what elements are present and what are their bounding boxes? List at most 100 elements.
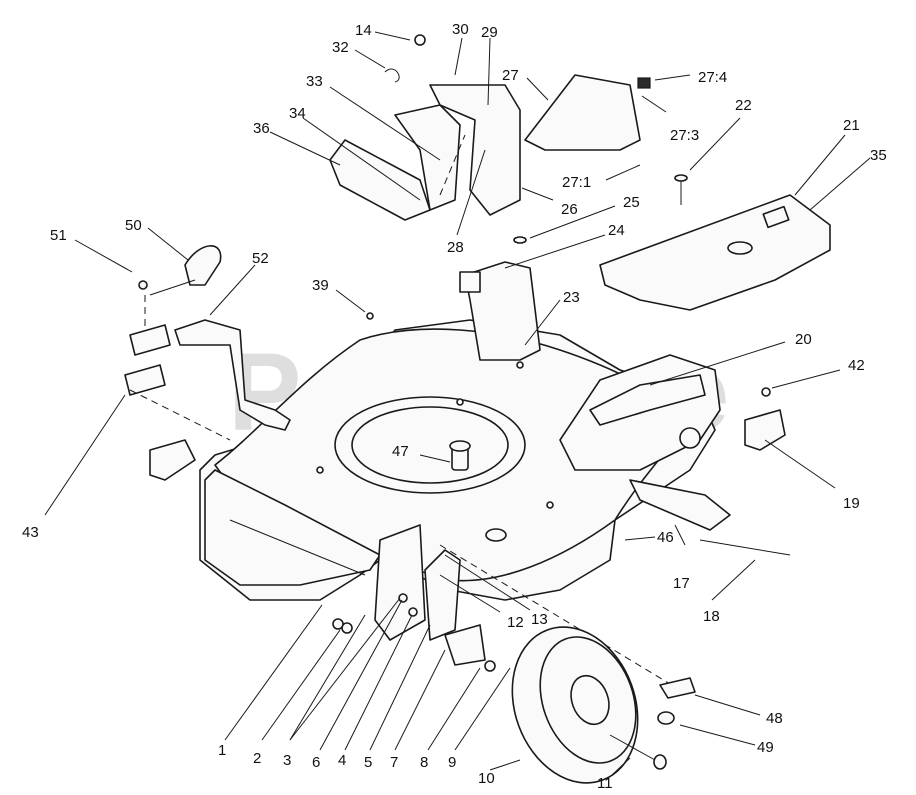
handle-rod-52 xyxy=(174,319,291,431)
callout-49: 49 xyxy=(757,739,774,756)
deck-hole xyxy=(516,361,524,369)
callout-33: 33 xyxy=(306,73,323,90)
wheel-assembly xyxy=(511,626,696,784)
upper-assembly xyxy=(329,34,651,221)
leader-30 xyxy=(454,37,463,76)
bracket-19 xyxy=(744,409,786,451)
callout-19: 19 xyxy=(843,495,860,512)
rear-chute-17 xyxy=(629,479,731,531)
axle-bolt-11-head xyxy=(653,754,667,770)
callout-12: 12 xyxy=(507,614,524,631)
bolt-42 xyxy=(761,387,771,397)
leader-27-4 xyxy=(654,74,691,81)
leader-14 xyxy=(374,31,411,41)
callout-11: 11 xyxy=(597,775,613,792)
leader-5 xyxy=(369,624,431,751)
side-discharge xyxy=(559,354,791,556)
leader-2 xyxy=(261,629,341,741)
leader-28 xyxy=(456,149,486,236)
callout-23: 23 xyxy=(563,289,580,306)
leader-3b xyxy=(289,597,401,741)
callout-4: 4 xyxy=(338,752,346,769)
callout-50: 50 xyxy=(125,217,142,234)
leader-23 xyxy=(524,299,561,346)
leader-18 xyxy=(711,559,756,601)
callout-8: 8 xyxy=(420,754,428,771)
leader-26 xyxy=(521,187,554,201)
callout-39: 39 xyxy=(312,277,329,294)
callout-9: 9 xyxy=(448,754,456,771)
leader-50 xyxy=(147,227,189,261)
height-adjuster xyxy=(332,524,681,691)
support-24 xyxy=(464,261,541,361)
leader-51 xyxy=(74,239,133,273)
leader-12 xyxy=(439,574,501,613)
washer-4 xyxy=(408,607,418,617)
bolt-51 xyxy=(138,280,148,290)
adjuster-plate-3 xyxy=(374,524,426,641)
leader-27-1 xyxy=(605,164,641,181)
leader-21 xyxy=(794,134,846,196)
callout-25: 25 xyxy=(623,194,640,211)
spring-33 xyxy=(439,134,466,196)
mower-deck xyxy=(199,319,716,601)
rod-18 xyxy=(699,539,791,556)
callout-10: 10 xyxy=(478,770,495,787)
wheel-10-center xyxy=(570,674,610,726)
callout-46: 46 xyxy=(657,529,674,546)
leader-20 xyxy=(649,341,786,386)
nut-2 xyxy=(332,618,344,630)
bracket-left-lower xyxy=(149,439,196,481)
callout-51: 51 xyxy=(50,227,67,244)
bolt-14 xyxy=(414,34,426,46)
leader-48 xyxy=(694,694,761,716)
callout-27: 27 xyxy=(502,67,519,84)
leader-11 xyxy=(611,757,631,776)
leader-24 xyxy=(504,234,606,269)
axle-bolt-11 xyxy=(609,734,656,761)
callout-36: 36 xyxy=(253,120,270,137)
leader-22 xyxy=(689,117,741,171)
washer-46 xyxy=(485,528,507,542)
leader-8 xyxy=(427,667,481,751)
leader-34 xyxy=(302,117,421,201)
leader-36 xyxy=(269,131,341,166)
adjuster-bracket-7 xyxy=(424,549,461,641)
handle-assembly xyxy=(124,245,374,481)
callout-18: 18 xyxy=(703,608,720,625)
leader-49 xyxy=(679,724,756,746)
bolt-47-head xyxy=(449,440,471,452)
leader-6 xyxy=(319,599,403,751)
callout-20: 20 xyxy=(795,331,812,348)
plate-hole xyxy=(727,241,753,255)
center-support xyxy=(459,236,541,361)
callout-7: 7 xyxy=(390,754,398,771)
clip-32 xyxy=(384,68,400,83)
flap-36 xyxy=(329,139,431,221)
leader-52 xyxy=(209,264,256,316)
leader-19 xyxy=(764,439,836,489)
chute-27 xyxy=(524,74,641,151)
deck-hole xyxy=(316,466,324,474)
callout-48: 48 xyxy=(766,710,783,727)
deck-hole xyxy=(546,501,554,509)
callout-17: 17 xyxy=(673,575,690,592)
callouts: 1 2 3 4 5 6 7 8 9 10 11 12 13 14 17 18 1… xyxy=(22,21,887,792)
leader-47 xyxy=(419,454,451,463)
callout-27-3: 27:3 xyxy=(670,127,699,144)
leader-43 xyxy=(44,394,126,516)
callout-34: 34 xyxy=(289,105,306,122)
callout-26: 26 xyxy=(561,201,578,218)
callout-24: 24 xyxy=(608,222,625,239)
leader-13 xyxy=(444,554,531,611)
plate-21 xyxy=(599,194,831,311)
belt-cover-20 xyxy=(589,374,706,426)
plate-slot xyxy=(762,205,790,229)
callout-47: 47 xyxy=(392,443,409,460)
adjuster-link-8 xyxy=(444,624,486,666)
deck-rear-flap xyxy=(204,469,381,586)
callout-6: 6 xyxy=(312,754,320,771)
pivot-boss xyxy=(679,427,701,449)
callout-1: 1 xyxy=(218,742,226,759)
